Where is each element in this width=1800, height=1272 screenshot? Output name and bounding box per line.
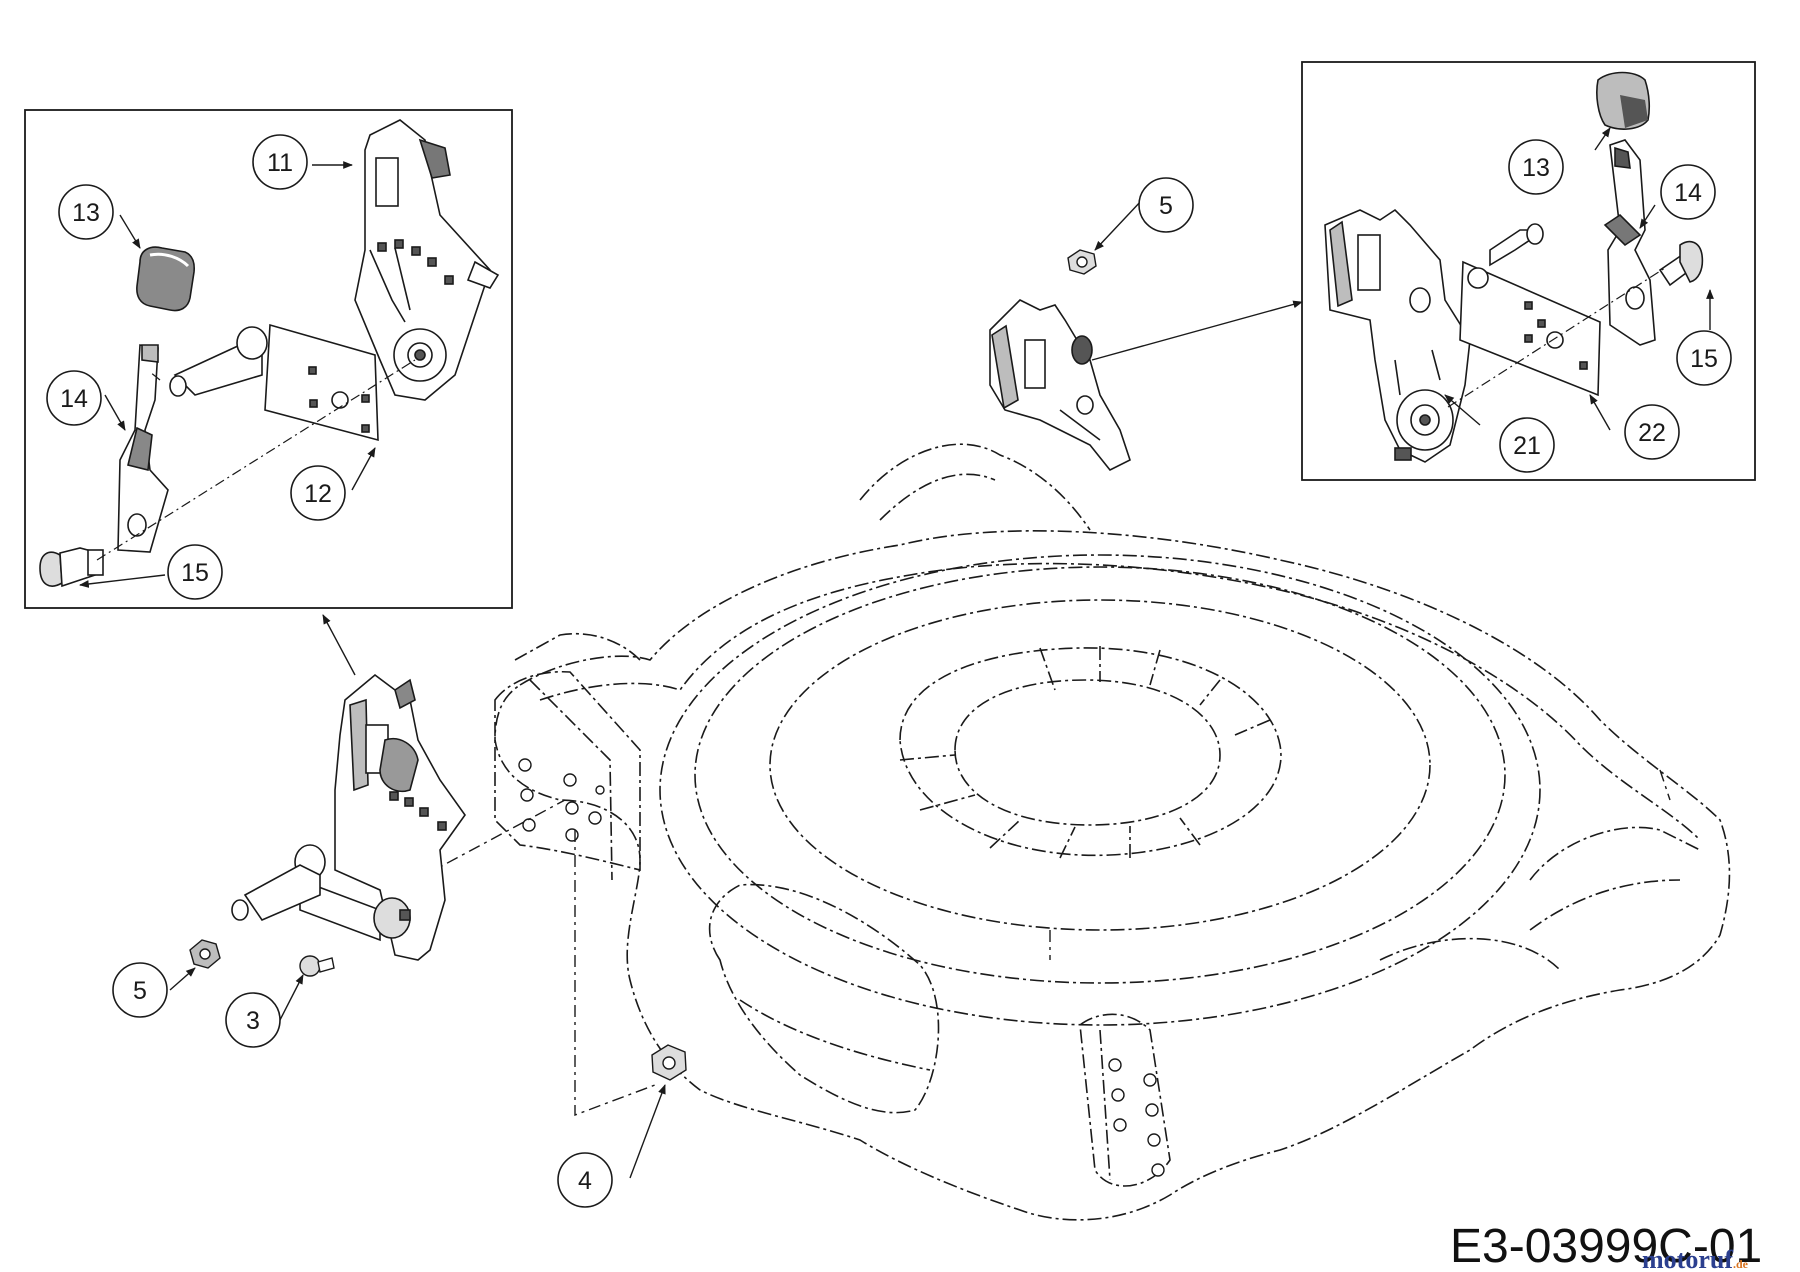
callout-22-label: 22 (1638, 419, 1666, 447)
callout-12-label: 12 (304, 480, 332, 508)
callout-14-label: 14 (60, 385, 88, 413)
detail-box-right (1301, 61, 1756, 481)
part-4-nut (651, 1044, 687, 1081)
part-5-nut-left (189, 939, 221, 969)
part-11-height-adjust-bracket (354, 119, 500, 401)
callout-22: 22 (1624, 404, 1680, 460)
callout-13-right: 13 (1508, 139, 1564, 195)
callout-15: 15 (167, 544, 223, 600)
mower-deck (494, 443, 1731, 1221)
callout-13: 13 (58, 184, 114, 240)
callouts: 11 13 14 12 15 13 14 15 (46, 134, 1732, 1208)
part-5-nut-top (1067, 249, 1097, 275)
right-bracket-assembly (989, 299, 1131, 472)
callout-21-label: 21 (1513, 432, 1541, 460)
callout-14: 14 (46, 370, 102, 426)
callout-5-top: 5 (1138, 177, 1194, 233)
part-21-height-adjust-bracket (1324, 208, 1471, 463)
callout-5-top-label: 5 (1159, 192, 1173, 220)
diagram-code: E3-03999C-01 (1450, 1220, 1762, 1272)
callout-15-right-label: 15 (1690, 345, 1718, 373)
callout-14-right: 14 (1660, 164, 1716, 220)
assembly-lines (424, 769, 1671, 1117)
watermark-suffix: .de (1733, 1257, 1749, 1271)
callout-11-label: 11 (267, 149, 293, 177)
callout-13-right-label: 13 (1522, 154, 1550, 182)
callout-11: 11 (252, 134, 308, 190)
callout-4-label: 4 (578, 1167, 592, 1195)
part-15-pivot-bolt-right (1658, 240, 1704, 287)
callout-21: 21 (1499, 417, 1555, 473)
deck-mounting-holes (518, 758, 1165, 1177)
part-15-pivot-bolt (39, 547, 104, 588)
detail-box-right-frame (1301, 61, 1756, 481)
callout-14-right-label: 14 (1674, 179, 1702, 207)
detail-box-left-frame (24, 109, 513, 609)
callout-5-left-label: 5 (133, 977, 147, 1005)
part-3-screw (299, 955, 335, 977)
callout-12: 12 (290, 465, 346, 521)
part-13-cap (136, 246, 195, 312)
part-12-axle-plate (169, 323, 379, 442)
watermark-main: motoruf (1642, 1245, 1733, 1272)
callout-3-label: 3 (246, 1007, 260, 1035)
part-14-lever-right (1603, 139, 1656, 346)
part-22-axle-plate (1459, 223, 1601, 397)
left-bracket-assembly (231, 673, 466, 961)
callout-15-right: 15 (1676, 330, 1732, 386)
arrows (79, 127, 1714, 1179)
part-14-lever (117, 344, 169, 553)
callout-13-label: 13 (72, 199, 100, 227)
callout-5-left: 5 (112, 962, 168, 1018)
callout-4: 4 (557, 1152, 613, 1208)
detail-box-left (24, 109, 513, 609)
watermark-logo: motoruf.de (1642, 1245, 1749, 1272)
part-13-cap-right (1596, 71, 1651, 130)
callout-15-label: 15 (181, 559, 209, 587)
callout-3: 3 (225, 992, 281, 1048)
